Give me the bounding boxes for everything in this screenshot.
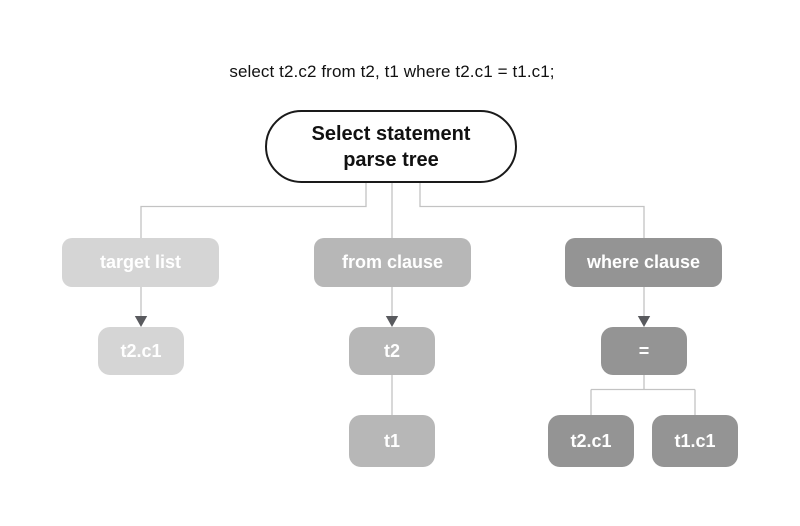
node-t2c1-left: t2.c1	[98, 327, 184, 375]
arrowhead-where-clause	[637, 316, 651, 327]
node-root-label-line1: Select statement	[311, 122, 471, 145]
node-target-list: target list	[62, 238, 219, 287]
node-t2c1-right: t2.c1	[548, 415, 634, 467]
node-t2: t2	[349, 327, 435, 375]
node-root: Select statement parse tree	[265, 110, 517, 183]
node-t1c1: t1.c1	[652, 415, 738, 467]
node-t1: t1	[349, 415, 435, 467]
node-from-clause: from clause	[314, 238, 471, 287]
arrowhead-target-list	[134, 316, 148, 327]
node-root-label-line2: parse tree	[343, 148, 439, 171]
edge-eq-children	[590, 375, 696, 415]
node-where-clause: where clause	[565, 238, 722, 287]
edge-root-target-list	[140, 183, 367, 238]
arrowhead-from-clause	[385, 316, 399, 327]
node-equals: =	[601, 327, 687, 375]
edge-root-where-clause	[419, 183, 645, 238]
sql-query-text: select t2.c2 from t2, t1 where t2.c1 = t…	[229, 62, 555, 81]
